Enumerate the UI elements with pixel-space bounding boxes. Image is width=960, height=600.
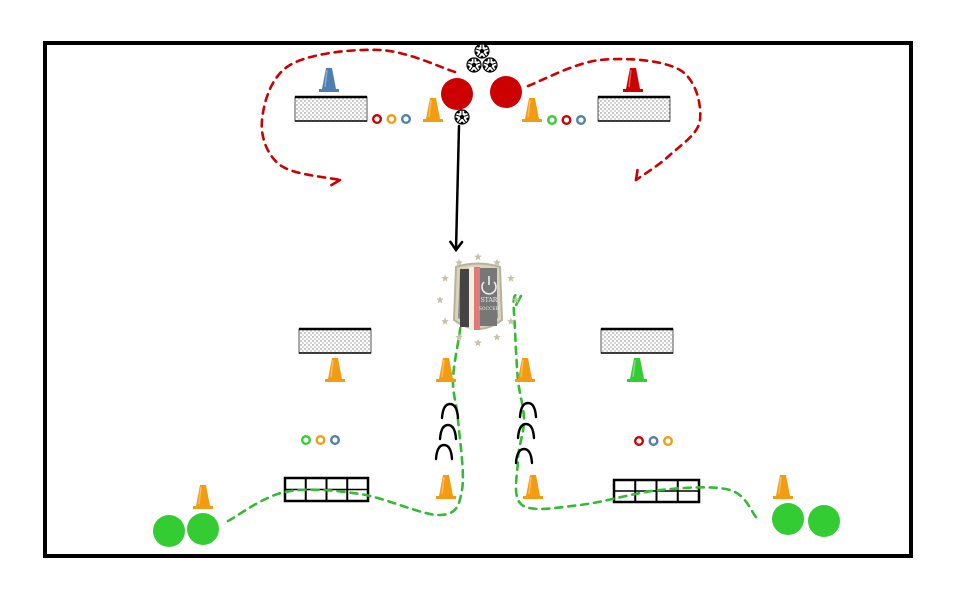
mini-goal bbox=[294, 95, 368, 122]
mini-goal bbox=[597, 95, 671, 122]
marker-ring bbox=[663, 436, 674, 447]
marker-ring bbox=[648, 436, 659, 447]
green-player bbox=[153, 515, 185, 547]
crest-star-icon bbox=[474, 339, 482, 347]
hurdle bbox=[516, 422, 536, 440]
marker-rings bbox=[634, 436, 674, 447]
marker-ring bbox=[386, 113, 397, 124]
pass-arrow bbox=[449, 124, 464, 253]
soccer-ball-icon bbox=[482, 57, 498, 73]
marker-ring bbox=[576, 114, 587, 125]
orange-cone-icon bbox=[436, 475, 456, 499]
crest-star-icon bbox=[455, 258, 463, 266]
orange-cone-icon bbox=[325, 358, 345, 382]
orange-cone-icon bbox=[523, 475, 543, 499]
orange-cone-icon bbox=[423, 98, 443, 122]
crest-text-bottom: SOCCER bbox=[479, 306, 500, 312]
crest-star-icon bbox=[455, 333, 463, 341]
marker-ring bbox=[561, 114, 572, 125]
hurdle bbox=[434, 443, 454, 461]
green-player bbox=[187, 513, 219, 545]
marker-ring bbox=[315, 435, 326, 446]
hurdle bbox=[514, 447, 534, 465]
green-player bbox=[808, 505, 840, 537]
orange-cone-icon bbox=[193, 485, 213, 509]
blue-cone-icon bbox=[319, 68, 339, 92]
agility-ladder bbox=[612, 478, 701, 504]
marker-rings bbox=[547, 114, 587, 125]
crest-star-icon bbox=[441, 274, 449, 282]
marker-ring bbox=[634, 436, 645, 447]
hurdle bbox=[518, 401, 538, 419]
crest-star-icon bbox=[474, 253, 482, 261]
crest-text-top: STAR bbox=[481, 297, 498, 304]
orange-cone-icon bbox=[522, 98, 542, 122]
mini-goal bbox=[600, 327, 674, 354]
red-run-path bbox=[526, 57, 702, 182]
crest-star-icon bbox=[436, 296, 444, 304]
hurdle bbox=[438, 423, 458, 441]
crest-star-icon bbox=[493, 333, 501, 341]
marker-ring bbox=[372, 113, 383, 124]
crest-star-icon bbox=[507, 274, 515, 282]
soccer-ball-icon bbox=[454, 109, 470, 125]
soccer-ball-icon bbox=[466, 57, 482, 73]
crest-star-icon bbox=[512, 296, 520, 304]
orange-cone-icon bbox=[515, 358, 535, 382]
red-player bbox=[490, 76, 522, 108]
power-icon bbox=[481, 276, 497, 295]
red-player bbox=[441, 78, 473, 110]
green-run-path bbox=[512, 293, 758, 519]
orange-cone-icon bbox=[773, 475, 793, 499]
club-crest: STAR SOCCER bbox=[436, 253, 520, 347]
green-cone-icon bbox=[627, 358, 647, 382]
red-run-path bbox=[260, 48, 457, 187]
mini-goal bbox=[298, 327, 372, 354]
crest-star-icon bbox=[507, 317, 515, 325]
marker-ring bbox=[301, 435, 312, 446]
hurdle bbox=[440, 402, 460, 420]
marker-rings bbox=[372, 113, 412, 124]
orange-cone-icon bbox=[436, 358, 456, 382]
crest-star-icon bbox=[493, 258, 501, 266]
green-player bbox=[772, 503, 804, 535]
marker-ring bbox=[401, 113, 412, 124]
marker-ring bbox=[330, 435, 341, 446]
marker-rings bbox=[301, 435, 341, 446]
red-cone-icon bbox=[623, 68, 643, 92]
soccer-ball-icon bbox=[474, 43, 490, 59]
crest-star-icon bbox=[441, 317, 449, 325]
marker-ring bbox=[547, 114, 558, 125]
